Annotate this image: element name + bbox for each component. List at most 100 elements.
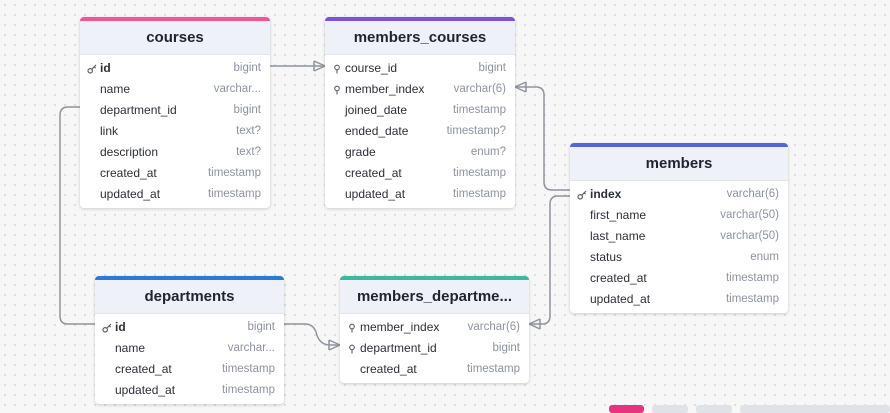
column-type: bigint — [492, 341, 521, 354]
column-name: updated_at — [100, 186, 161, 201]
column-name: name — [100, 81, 131, 96]
link-departments-members-departments — [284, 323, 340, 346]
link-members-members-courses — [515, 86, 570, 191]
index-icon — [332, 84, 342, 94]
column-row[interactable]: name varchar... — [80, 78, 270, 99]
table-color-bar — [95, 276, 284, 280]
table-color-bar — [340, 276, 529, 280]
column-type: text? — [236, 124, 261, 137]
column-row[interactable]: department_id bigint — [80, 99, 270, 120]
column-name: link — [100, 123, 119, 138]
column-name: first_name — [590, 207, 647, 222]
column-row[interactable]: created_at timestamp — [340, 358, 529, 379]
column-row[interactable]: name varchar... — [95, 337, 284, 358]
column-name: department_id — [100, 102, 177, 117]
column-name: status — [590, 249, 623, 264]
column-type: enum? — [470, 145, 506, 158]
column-type: text? — [236, 145, 261, 158]
column-type: timestamp — [725, 271, 779, 284]
crowfoot-icon — [514, 81, 527, 93]
column-row[interactable]: ended_date timestamp? — [325, 120, 515, 141]
table-color-bar — [325, 17, 515, 21]
column-name: id — [115, 319, 126, 334]
column-type: varchar(50) — [720, 208, 779, 221]
column-type: timestamp — [207, 187, 261, 200]
column-row[interactable]: first_name varchar(50) — [570, 204, 788, 225]
column-type: enum — [750, 250, 779, 263]
column-name: last_name — [590, 228, 646, 243]
column-row[interactable]: description text? — [80, 141, 270, 162]
table-members-departments[interactable]: members_departme... member_index varchar(… — [340, 276, 529, 383]
toolbar-button-group[interactable] — [740, 405, 890, 413]
column-row[interactable]: updated_at timestamp — [95, 379, 284, 400]
column-name: joined_date — [345, 102, 408, 117]
column-name: member_index — [360, 319, 440, 334]
column-type: timestamp — [452, 187, 506, 200]
key-icon — [577, 189, 587, 200]
column-name: name — [115, 340, 146, 355]
crowfoot-icon — [328, 339, 341, 351]
index-icon — [347, 343, 357, 353]
column-type: timestamp — [452, 166, 506, 179]
table-title: members_courses — [325, 21, 515, 55]
column-name: department_id — [360, 340, 437, 355]
column-list: member_index varchar(6) department_id bigin… — [340, 314, 529, 383]
toolbar-button[interactable] — [652, 405, 688, 413]
column-type: bigint — [247, 320, 276, 333]
column-name: created_at — [115, 361, 172, 376]
toolbar-button[interactable] — [696, 405, 732, 413]
column-row[interactable]: department_id bigint — [340, 337, 529, 358]
column-type: varchar... — [213, 82, 261, 95]
column-row[interactable]: link text? — [80, 120, 270, 141]
index-icon — [332, 63, 342, 73]
table-title: members_departme... — [340, 280, 529, 314]
column-type: timestamp — [221, 383, 275, 396]
key-icon — [102, 322, 112, 333]
index-icon — [347, 322, 357, 332]
column-row[interactable]: member_index varchar(6) — [340, 316, 529, 337]
table-title: members — [570, 147, 788, 181]
column-row[interactable]: created_at timestamp — [570, 267, 788, 288]
crowfoot-icon — [313, 60, 326, 72]
column-name: updated_at — [115, 382, 176, 397]
column-name: created_at — [590, 270, 647, 285]
column-type: varchar... — [227, 341, 275, 354]
column-row[interactable]: status enum — [570, 246, 788, 267]
key-icon — [87, 63, 97, 74]
column-name: ended_date — [345, 123, 409, 138]
column-type: timestamp? — [446, 124, 506, 137]
crowfoot-icon — [528, 318, 541, 330]
column-name: member_index — [345, 81, 425, 96]
column-name: description — [100, 144, 159, 159]
column-type: timestamp — [207, 166, 261, 179]
column-name: created_at — [360, 361, 417, 376]
column-name: id — [100, 60, 111, 75]
column-name: course_id — [345, 60, 398, 75]
column-type: timestamp — [466, 362, 520, 375]
toolbar-button-active[interactable] — [609, 405, 644, 413]
table-color-bar — [570, 143, 788, 147]
column-type: varchar(6) — [467, 320, 520, 333]
column-row[interactable]: id bigint — [95, 316, 284, 337]
column-row[interactable]: updated_at timestamp — [80, 183, 270, 204]
column-type: bigint — [233, 103, 262, 116]
column-row[interactable]: updated_at timestamp — [325, 183, 515, 204]
column-name: updated_at — [345, 186, 406, 201]
table-color-bar — [80, 17, 270, 21]
